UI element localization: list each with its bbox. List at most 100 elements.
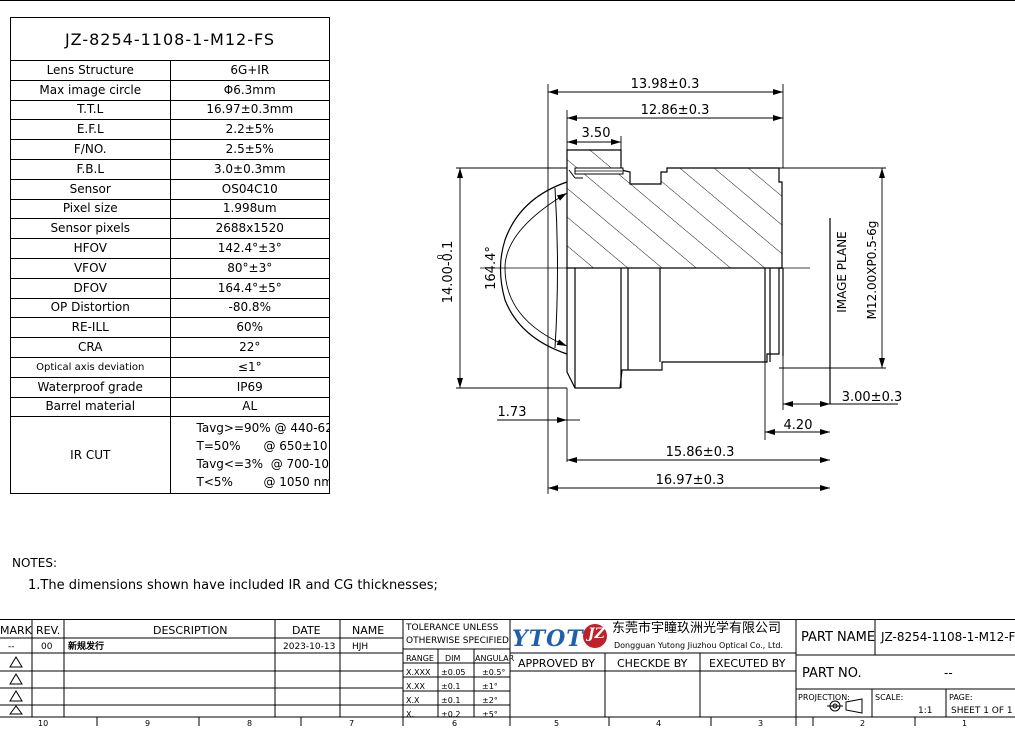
dim-350: 3.50	[582, 126, 611, 141]
tolerance-range: X.XXX	[406, 668, 431, 677]
spec-key: E.F.L	[10, 119, 171, 141]
tolerance-range: X.X	[406, 696, 420, 705]
spec-value: OS04C10	[169, 178, 330, 200]
dim-1286: 12.86±0.3	[641, 103, 710, 118]
scale-value: 1:1	[918, 706, 933, 716]
lens-drawing: 164.4° 14.00-0.1 0 13.98±0.3 12.86±0.3 3…	[436, 77, 903, 494]
company-name-cn: 东莞市宇瞳玖洲光学有限公司	[612, 621, 782, 636]
dim-1400-sup: 0	[436, 254, 445, 259]
dim-angle: 164.4°	[484, 246, 499, 290]
tolerance-ang: ±1°	[482, 682, 498, 691]
tolerance-header-range: RANGE	[406, 654, 434, 663]
projection-symbol-icon	[827, 698, 863, 714]
zone-number: 8	[247, 719, 253, 728]
dim-1398: 13.98±0.3	[631, 77, 700, 92]
company-name-en: Dongguan Yutong Jiuzhou Optical Co., Ltd…	[614, 641, 784, 650]
dim-diameter-14	[456, 167, 567, 389]
rev-header-date: DATE	[292, 624, 321, 637]
spec-value: 142.4°±3°	[169, 238, 330, 259]
dim-length-420	[764, 362, 830, 440]
dim-length-300	[782, 356, 898, 410]
page-value: SHEET 1 OF 1	[951, 706, 1013, 716]
rev-row1-date: 2023-10-13	[283, 642, 336, 652]
spec-value: -80.8%	[169, 297, 330, 319]
spec-value-ircut: Tavg>=90% @ 440-620 nm T=50% @ 650±10 nm…	[169, 416, 330, 495]
spec-key: Waterproof grade	[10, 376, 171, 398]
checked-by-label: CHECKDE BY	[617, 657, 688, 670]
dim-length-350	[567, 136, 622, 150]
tolerance-ang: ±2°	[482, 696, 498, 705]
fov-angle-dim	[504, 192, 568, 347]
zone-number: 3	[758, 719, 764, 728]
spec-key: HFOV	[10, 238, 171, 259]
dim-thread	[779, 167, 886, 369]
spec-value: 80°±3°	[169, 257, 330, 279]
tolerance-ang: ±0.5°	[482, 668, 506, 677]
zone-number: 9	[145, 719, 151, 728]
rev-header-rev: REV.	[36, 624, 61, 637]
part-name-label: PART NAME	[801, 630, 876, 645]
zone-number: 1	[962, 719, 968, 728]
spec-row: F/NO.2.5±5%	[10, 139, 330, 160]
rev-row1-name: HJH	[352, 642, 369, 652]
spec-title: JZ-8254-1108-1-M12-FS	[10, 17, 330, 61]
title-block-grid	[0, 619, 1015, 726]
spec-key-ircut: IR CUT	[10, 416, 171, 495]
zone-number: 6	[452, 719, 458, 728]
rev-header-mark: MARK	[0, 624, 32, 637]
zone-number: 4	[656, 719, 662, 728]
zone-number: 10	[38, 719, 49, 728]
part-no-label: PART NO.	[802, 666, 862, 681]
tolerance-dim: ±0.1	[441, 682, 461, 691]
page-label: PAGE:	[949, 693, 973, 702]
dim-length-1398	[547, 84, 784, 265]
spec-key: Lens Structure	[10, 60, 171, 81]
part-name-value: JZ-8254-1108-1-M12-FS	[881, 630, 1015, 644]
company-logo-text: YTOT	[512, 626, 584, 652]
barrel-section-outline	[566, 267, 784, 389]
dim-1697: 16.97±0.3	[656, 473, 725, 488]
revision-triangle-icons	[9, 656, 23, 715]
tolerance-dim: ±0.2	[441, 710, 461, 719]
dim-420: 4.20	[784, 418, 813, 433]
zone-number: 2	[860, 719, 866, 728]
dim-173: 1.73	[498, 405, 527, 420]
company-logo-icon: JZ	[583, 624, 607, 648]
tolerance-ang: ±5°	[482, 710, 498, 719]
zone-number: 7	[349, 719, 355, 728]
part-no-value: --	[944, 666, 953, 680]
tolerance-range: X.	[406, 710, 415, 719]
company-logo-mark: JZ	[588, 626, 605, 642]
spec-key: T.T.L	[10, 99, 171, 121]
notes-heading: NOTES:	[12, 556, 57, 570]
dim-1400: 14.00-0.1	[441, 241, 456, 304]
tolerance-range: X.XX	[406, 682, 425, 691]
tolerance-title-2: OTHERWISE SPECIFIED	[406, 636, 509, 646]
scale-label: SCALE:	[875, 693, 904, 702]
executed-by-label: EXECUTED BY	[709, 657, 786, 670]
image-plane-label: IMAGE PLANE	[835, 231, 849, 313]
dim-length-173	[497, 388, 580, 462]
dim-1586: 15.86±0.3	[666, 445, 735, 460]
rev-row1-rev: 00	[41, 642, 53, 652]
barrel-section-hatched	[566, 149, 783, 269]
title-block: MARK REV. DESCRIPTION DATE NAME -- 00 新规…	[0, 619, 1015, 728]
dim-300: 3.00±0.3	[842, 390, 903, 405]
zone-number: 5	[554, 719, 560, 728]
tolerance-header-dim: DIM	[445, 654, 461, 663]
tolerance-dim: ±0.1	[441, 696, 461, 705]
rev-row1-description: 新规发行	[68, 642, 105, 652]
projection-label: PROJECTION:	[798, 693, 850, 702]
frame-top-line	[0, 0, 1015, 1]
tolerance-dim: ±0.05	[441, 668, 466, 677]
dim-thread-label: M12.00XP0.5-6g	[865, 221, 879, 320]
